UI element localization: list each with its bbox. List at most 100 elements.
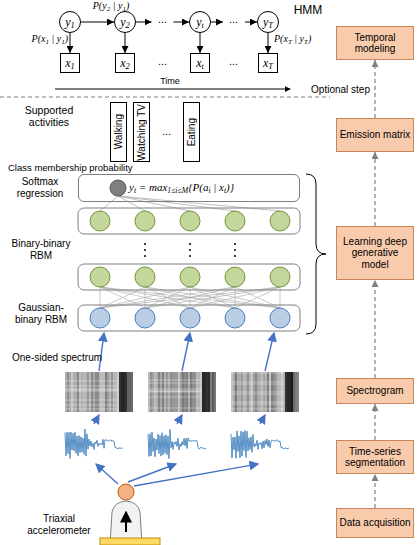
spectrogram-image <box>65 385 118 387</box>
node-text: Walking <box>113 114 124 149</box>
annotation-label: Class membership probability <box>8 163 158 174</box>
connector-arrow <box>136 22 189 23</box>
spectrogram-image <box>121 372 123 412</box>
spectrogram-image <box>65 372 299 412</box>
spectrogram-image <box>231 403 284 405</box>
spectrogram-image <box>231 381 284 383</box>
connector-arrow <box>136 22 152 23</box>
spectrogram-image <box>231 383 284 385</box>
spectrogram-image <box>148 407 201 409</box>
spectrogram-image <box>231 401 284 403</box>
node-text: yt = max1≤i≤M{P(ai | xt)} <box>129 181 297 194</box>
vertical-ellipsis <box>234 255 236 257</box>
connector-arrow <box>245 22 257 23</box>
connector-arrow <box>374 404 375 440</box>
spectrogram-image <box>289 372 291 412</box>
activity-box: Watching TV <box>133 102 150 162</box>
node-text: Learning deep generative model <box>339 236 411 271</box>
node-text: Softmax regression <box>7 176 73 199</box>
output-neuron <box>110 180 126 196</box>
spectrogram-image <box>208 372 210 412</box>
connector-arrow <box>268 33 269 53</box>
connector-arrow <box>375 152 376 226</box>
subscript: 1 <box>71 62 75 71</box>
spectrogram-image <box>287 372 289 412</box>
annotation-label: ... <box>221 55 246 68</box>
spectrogram-image <box>210 372 212 412</box>
separator-line <box>0 97 330 98</box>
connector-arrow <box>200 33 201 53</box>
edge-label: P(y2 | y1) <box>76 0 146 12</box>
annotation-label: Supported activities <box>10 104 88 128</box>
connector-arrow <box>374 152 375 226</box>
flow-arrow <box>182 333 190 371</box>
pipeline-step: Spectrogram <box>336 378 414 404</box>
curly-brace <box>306 174 326 334</box>
node-text: yT <box>263 15 273 30</box>
spectrogram-image <box>131 372 133 412</box>
node-text: y1 <box>65 15 75 30</box>
spectrogram-image <box>148 396 201 398</box>
annotation-label: ... <box>221 13 246 26</box>
node-text: Eating <box>186 118 197 146</box>
node-text: xt <box>196 56 204 71</box>
annotation-label: ... <box>150 13 175 26</box>
activity-box: Walking <box>110 102 127 162</box>
spectrogram-image <box>231 408 284 410</box>
annotation-label: ... <box>154 125 179 138</box>
person-figure <box>118 484 134 500</box>
node-text: Temporal modeling <box>339 32 411 55</box>
annotation-label: Time <box>150 76 190 86</box>
subscript: 2 <box>126 62 130 71</box>
hmm-state-circle: yT <box>257 11 279 33</box>
person-figure <box>100 484 160 545</box>
connector-arrow <box>375 60 376 118</box>
waveform-plot <box>65 429 289 459</box>
hidden-neuron <box>180 267 200 287</box>
spectrogram-image <box>231 393 284 395</box>
pipeline-step: Temporal modeling <box>336 26 414 60</box>
edge-label: P(x1 | y1) <box>12 33 68 45</box>
edge-label: Optional step <box>302 84 370 96</box>
hidden-neuron <box>225 267 245 287</box>
spectrogram-image <box>291 372 293 412</box>
output-neuron <box>110 180 126 196</box>
hidden-neuron <box>90 267 110 287</box>
person-figure <box>125 512 127 532</box>
connector-arrow <box>81 22 114 23</box>
time-arrow <box>55 89 290 90</box>
connector-arrow <box>374 474 375 508</box>
subscript: i <box>208 186 210 195</box>
layer-box <box>78 208 300 234</box>
spectrogram-image <box>202 372 204 412</box>
spectrogram-image <box>65 408 118 410</box>
subscript: T <box>288 38 292 46</box>
layer-box <box>78 305 300 331</box>
hidden-neuron <box>90 211 290 287</box>
hidden-neuron <box>225 211 245 231</box>
visible-neuron <box>90 308 290 328</box>
connector-arrow <box>125 33 126 53</box>
spectrogram-image <box>285 372 287 412</box>
visible-neuron <box>270 308 290 328</box>
subscript: T <box>268 62 273 71</box>
hidden-neuron <box>270 267 290 287</box>
vertical-ellipsis <box>144 255 146 257</box>
neuron-connection <box>100 196 280 308</box>
flow-arrow <box>134 464 258 486</box>
connector-arrow <box>211 22 223 23</box>
spectrogram-image <box>125 372 127 412</box>
hmm-state-circle: y2 <box>114 11 136 33</box>
subscript: t <box>202 62 204 71</box>
vertical-ellipsis <box>189 255 191 257</box>
spectrogram-image <box>123 372 125 412</box>
vertical-ellipsis <box>189 243 191 245</box>
flow-arrow <box>265 333 274 371</box>
flow-arrow <box>94 333 274 486</box>
connector-arrow <box>374 60 375 118</box>
pipeline-step: Time-series segmentation <box>336 440 414 474</box>
visible-neuron <box>135 308 155 328</box>
hidden-neuron <box>180 211 200 231</box>
hmm-state-circle: y1 <box>59 11 81 33</box>
